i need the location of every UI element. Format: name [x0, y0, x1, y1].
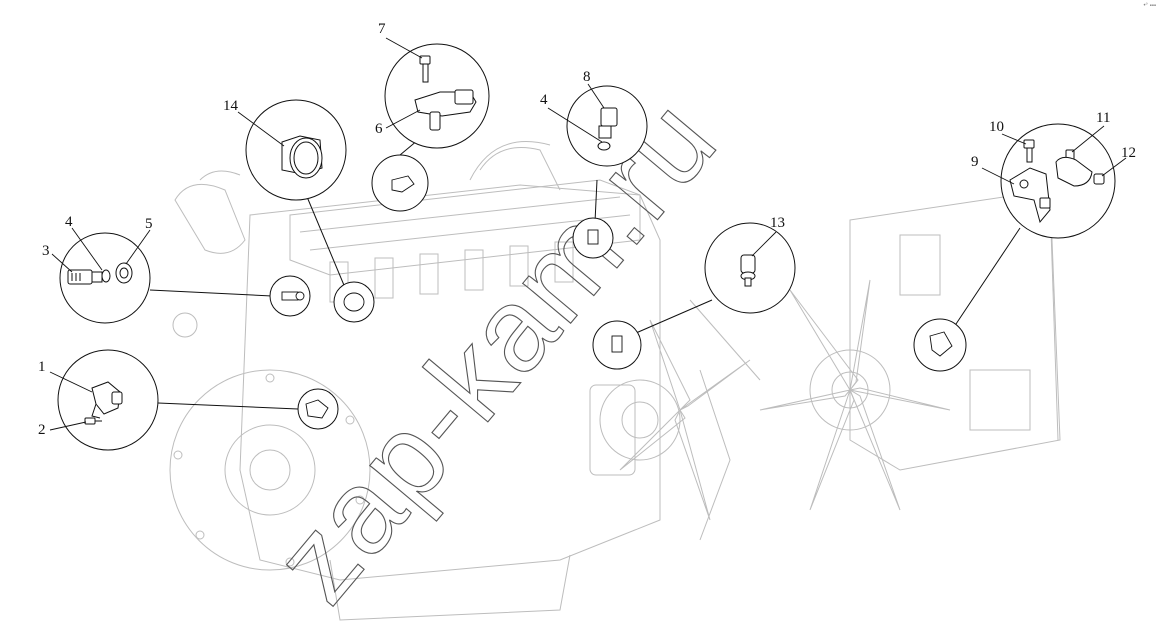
callout-11: 11 [1096, 110, 1111, 126]
part-1-position-sensor [91, 381, 123, 419]
part-13-switch [740, 254, 756, 287]
part-3-sensor [67, 269, 103, 285]
part-12-washer [1093, 173, 1105, 185]
callout-5: 5 [145, 216, 153, 232]
part-2-bolt [84, 417, 102, 425]
callout-12: 12 [1121, 145, 1136, 161]
leader-lines [149, 139, 1021, 410]
part-6-pressure-sensor [414, 89, 477, 131]
part-drawings [67, 55, 1105, 425]
callout-circles [57, 43, 1116, 451]
callout-6: 6 [375, 121, 383, 137]
location-detail-glyphs [281, 175, 953, 419]
corner-mark: •° ▪▪▪ [1143, 3, 1156, 9]
engine-block-sketch [169, 141, 1061, 621]
callout-4: 4 [65, 214, 73, 230]
part-8-sensor [598, 107, 618, 139]
part-5-adapter [115, 262, 133, 284]
part-10-bolt [1023, 139, 1035, 163]
callout-10: 10 [989, 119, 1004, 135]
callout-7: 7 [378, 21, 386, 37]
callout-9: 9 [971, 154, 979, 170]
callout-13: 13 [770, 215, 785, 231]
callout-1: 1 [38, 359, 46, 375]
callout-4-second: 4 [540, 92, 548, 108]
callout-2: 2 [38, 422, 46, 438]
part-9-bracket [1009, 167, 1051, 224]
part-11-sensor [1055, 149, 1093, 187]
callout-8: 8 [583, 69, 591, 85]
callout-leaders [49, 37, 1127, 431]
callout-3: 3 [42, 243, 50, 259]
part-7-bolt [419, 55, 431, 83]
part-4-washer [101, 269, 111, 283]
part-14-plug [281, 135, 323, 179]
callout-14: 14 [223, 98, 238, 114]
part-4-washer-second [597, 141, 611, 151]
